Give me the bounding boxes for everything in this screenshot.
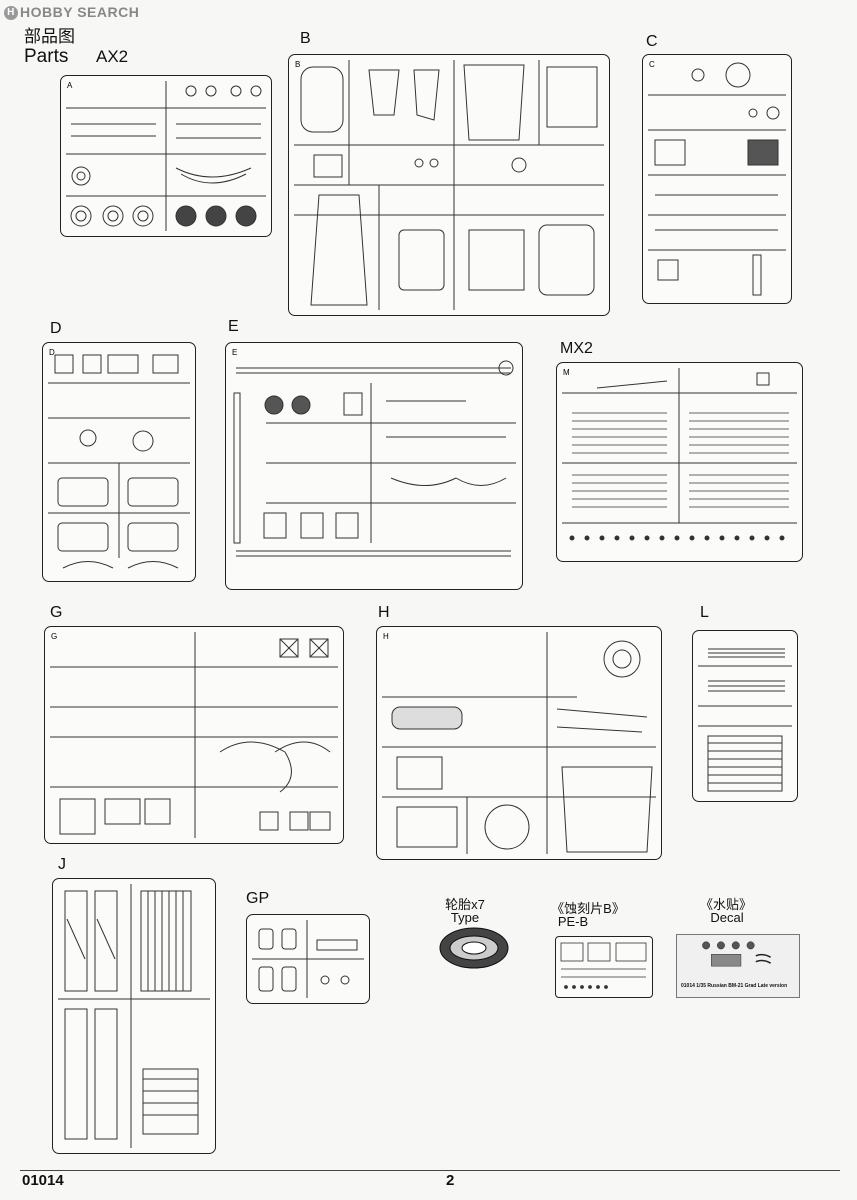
pe-fret [555,936,653,998]
title-cn: 部品图 [24,27,75,46]
footer-code: 01014 [22,1172,64,1189]
sprue-gp-label: GP [246,890,270,907]
sprue-h-drawing: H [382,632,656,854]
tire-caption-cn: 轮胎x7 [445,897,485,912]
sprue-g-label: G [50,604,63,621]
sprue-mx2-label: MX2 [560,340,593,357]
sprue-c-label: C [646,33,658,50]
sprue-g: G [44,626,344,844]
sprue-h: H [376,626,662,860]
svg-text:C: C [649,60,655,69]
svg-text:M: M [563,368,570,377]
svg-text:D: D [49,348,55,357]
tire-caption-en: Type [450,910,480,925]
pe-fret-drawing [560,942,647,989]
sprue-l [692,630,798,802]
sprue-l-label: L [700,604,709,621]
sprue-m: M [556,362,803,562]
sprue-j-label: J [58,856,66,873]
sprue-j [52,878,216,1154]
sprue-e-label: E [228,318,239,335]
sprue-h-label: H [378,604,390,621]
decal-sheet: 01014 1/35 Russian BM-21 Grad Late versi… [676,934,800,998]
sprue-a: A [60,75,272,237]
svg-text:H: H [383,632,389,641]
title-en: Parts [24,46,69,67]
pe-caption-en: PE-B [557,914,589,929]
sprue-d-drawing: D [48,348,190,569]
footer-divider [20,1170,840,1171]
watermark-text: HOBBY SEARCH [20,4,140,20]
svg-text:G: G [51,632,57,641]
sprue-b-label: B [300,30,311,47]
pe-caption-cn: 《蚀刻片B》 [551,901,625,916]
sprue-j-drawing [58,884,210,1148]
sprue-gp-drawing [252,920,364,998]
svg-text:B: B [295,60,300,69]
decal-caption-cn: 《水贴》 [700,897,753,912]
sprue-c-drawing: C [648,60,786,296]
sprue-g-drawing: G [50,632,338,838]
hobby-search-logo-icon: H [4,6,18,21]
sprue-d: D [42,342,196,582]
sprue-b: B [288,54,610,316]
svg-text:E: E [232,348,237,357]
sprue-e-drawing: E [232,348,516,557]
multiplier-label: AX2 [96,47,129,66]
svg-text:A: A [67,81,73,90]
decal-caption-en: Decal [710,910,744,925]
page-number: 2 [446,1172,455,1189]
decal-sheet-text: 01014 1/35 Russian BM-21 Grad Late versi… [681,983,788,989]
sprue-l-drawing [698,648,792,792]
sprue-m-drawing: M [562,368,797,541]
decal-sheet-drawing [702,941,772,967]
sprue-gp [246,914,370,1004]
sprue-d-label: D [50,320,62,337]
sprue-b-drawing: B [294,60,604,310]
tire-icon [439,927,509,969]
sprue-e: E [225,342,523,590]
sprue-a-drawing: A [66,81,266,231]
sprue-c: C [642,54,792,304]
